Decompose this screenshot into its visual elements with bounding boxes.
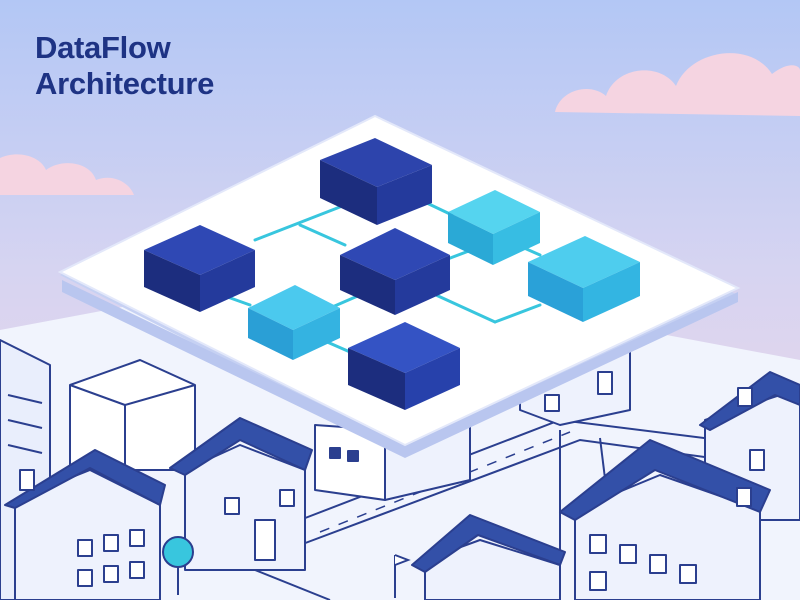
house-center-left [169, 417, 313, 571]
house-left-front [4, 449, 166, 600]
title-line-2: Architecture [35, 66, 215, 101]
tree-icon [162, 536, 194, 595]
road-markings [319, 431, 571, 533]
data-block-dark-2 [144, 225, 255, 312]
data-block-cyan-1 [448, 190, 540, 265]
data-block-dark-1 [320, 138, 432, 225]
title-line-1: DataFlow [35, 30, 171, 65]
page-title: DataFlow Architecture [35, 30, 214, 102]
building-white-block [69, 359, 196, 471]
house-right-front [559, 439, 771, 600]
flag-icon [394, 554, 411, 598]
data-block-dark-3 [340, 228, 450, 315]
cloud-icon [555, 53, 800, 116]
data-block-cyan-3 [248, 285, 340, 360]
data-block-cyan-2 [528, 236, 640, 322]
data-block-dark-4 [348, 322, 460, 410]
cloud-icon [0, 154, 134, 195]
house-center-bottom [411, 514, 566, 600]
